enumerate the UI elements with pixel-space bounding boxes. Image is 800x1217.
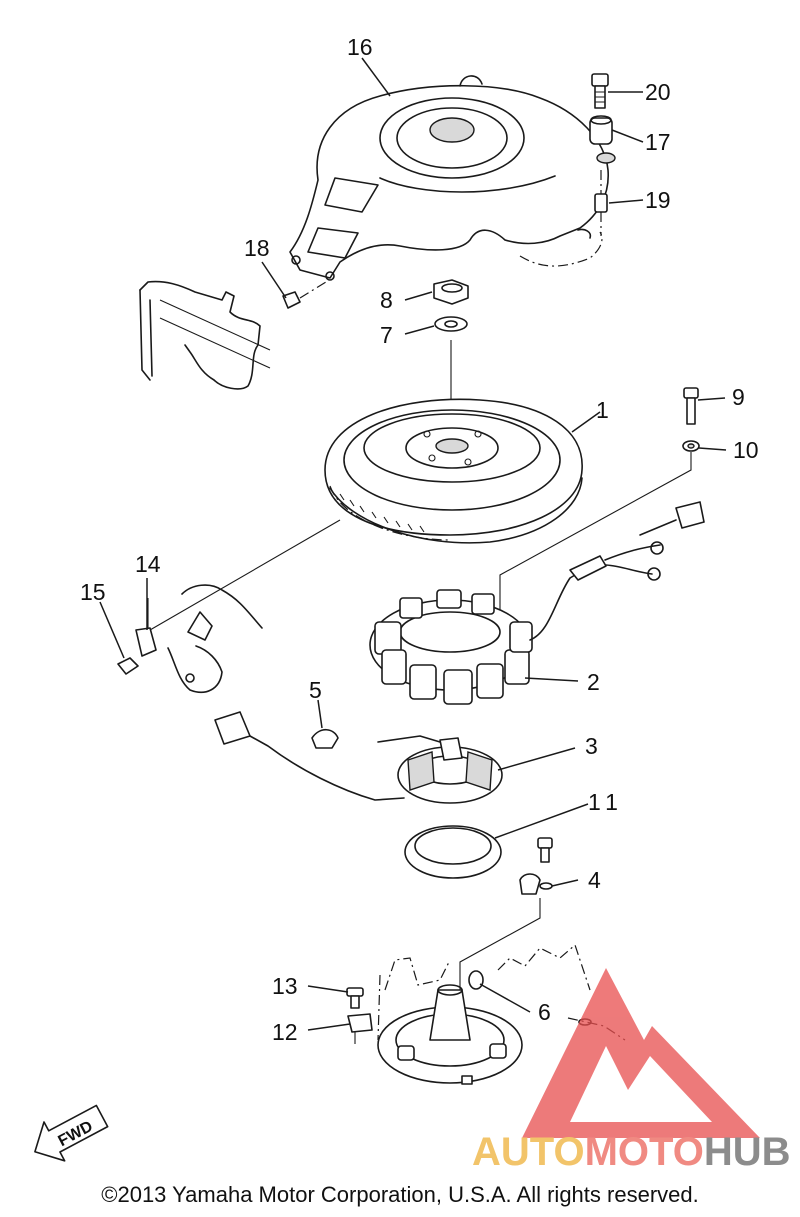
callout-10: 10 bbox=[733, 437, 759, 463]
callout-5: 5 bbox=[309, 677, 322, 703]
watermark-auto: AUTO bbox=[472, 1130, 585, 1174]
engine-side-outline bbox=[167, 584, 263, 694]
fwd-direction-arrow: FWD bbox=[34, 1104, 109, 1162]
ground-screw-part bbox=[117, 657, 139, 675]
engine-bracket-outline bbox=[139, 280, 271, 390]
callout-7: 7 bbox=[380, 322, 393, 348]
cover-bolt-part bbox=[591, 73, 609, 109]
flywheel-part bbox=[324, 398, 583, 544]
callout-6: 6 bbox=[538, 999, 551, 1025]
callout-12: 12 bbox=[272, 1019, 298, 1045]
leader-lines bbox=[99, 57, 727, 1031]
flywheel-nut-part bbox=[433, 279, 469, 305]
callout-14: 14 bbox=[135, 551, 161, 577]
pulser-coil-part bbox=[377, 735, 503, 804]
callout-9: 9 bbox=[732, 384, 745, 410]
plate-clip-part bbox=[347, 1013, 373, 1044]
callout-16: 16 bbox=[347, 34, 373, 60]
retainer-ring-part bbox=[404, 825, 502, 879]
callout-2: 2 bbox=[587, 669, 600, 695]
callout-17: 17 bbox=[645, 129, 671, 155]
connector-lead-part bbox=[214, 711, 405, 801]
flywheel-cover-part bbox=[289, 75, 609, 281]
callout-13: 13 bbox=[272, 973, 298, 999]
watermark-wordmark: AUTOMOTOHUB bbox=[472, 1128, 791, 1176]
clamp-part bbox=[311, 728, 339, 749]
grommet-part bbox=[589, 115, 616, 164]
copyright-notice: ©2013 Yamaha Motor Corporation, U.S.A. A… bbox=[101, 1182, 699, 1207]
stator-bolt-part bbox=[683, 387, 699, 425]
callout-11: 11 bbox=[588, 789, 624, 815]
callout-20: 20 bbox=[645, 79, 671, 105]
callout-3: 3 bbox=[585, 733, 598, 759]
callout-18: 18 bbox=[244, 235, 270, 261]
stator-washer-part bbox=[682, 440, 700, 452]
watermark-hub: HUB bbox=[703, 1130, 791, 1174]
ground-clip-part bbox=[135, 598, 157, 657]
callout-labels: 16 20 17 19 18 8 7 9 1 10 14 15 2 5 3 11… bbox=[80, 34, 759, 1045]
watermark-moto: MOTO bbox=[584, 1130, 704, 1174]
magneto-base-part bbox=[377, 943, 591, 1085]
plate-screw-part bbox=[346, 987, 364, 1009]
watermark-logo-icon bbox=[522, 968, 760, 1138]
collar-part bbox=[594, 170, 608, 236]
bracket-bolt-part bbox=[282, 281, 327, 309]
callout-8: 8 bbox=[380, 287, 393, 313]
callout-4: 4 bbox=[588, 867, 601, 893]
callout-15: 15 bbox=[80, 579, 106, 605]
washer-part bbox=[434, 316, 468, 332]
callout-19: 19 bbox=[645, 187, 671, 213]
callout-1: 1 bbox=[596, 397, 609, 423]
stator-part bbox=[369, 501, 705, 705]
